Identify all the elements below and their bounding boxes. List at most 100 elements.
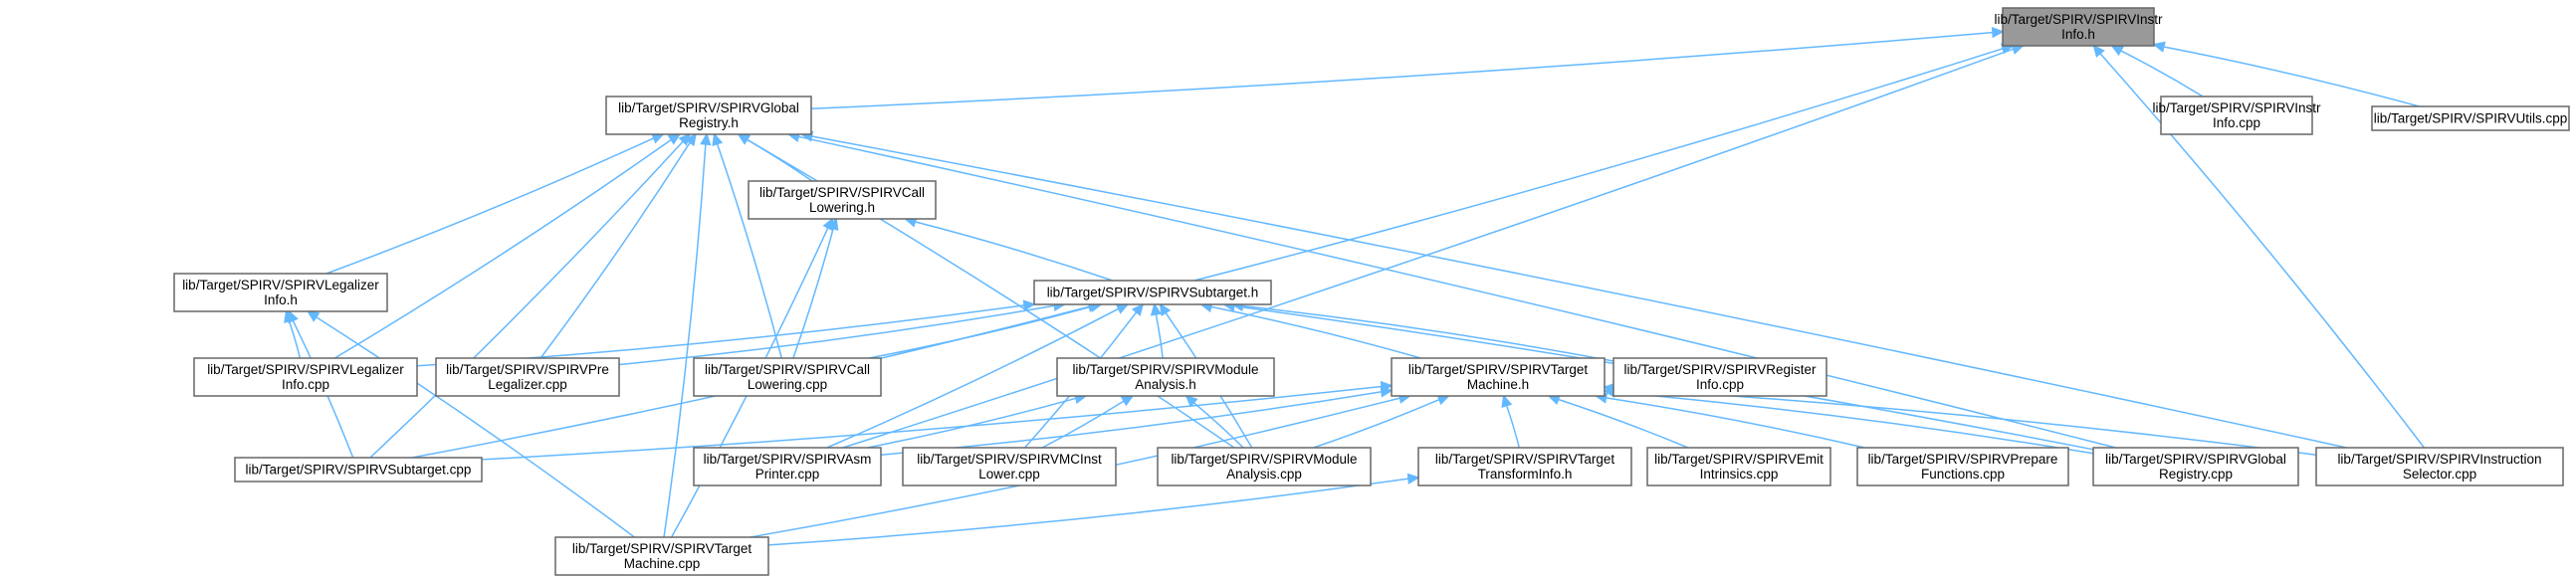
- node-box: [1646, 447, 1831, 486]
- node-box: [554, 536, 769, 576]
- node-label-line: lib/Target/SPIRV/SPIRVGlobal: [618, 100, 799, 115]
- node-label-line: lib/Target/SPIRV/SPIRVGlobal: [2105, 452, 2286, 467]
- edge-line: [792, 228, 834, 359]
- node-label-line: Legalizer.cpp: [488, 377, 567, 392]
- edge-line: [618, 304, 1055, 366]
- node-spirv-prepare-functions-cpp[interactable]: lib/Target/SPIRV/SPIRVPrepareFunctions.c…: [1856, 447, 2069, 486]
- include-edge: [1547, 394, 1689, 449]
- include-edge: [1150, 302, 1164, 359]
- arrowhead-icon: [1022, 299, 1036, 311]
- nodes-layer: lib/Target/SPIRV/SPIRVInstrInfo.hlib/Tar…: [173, 7, 2570, 576]
- node-box: [1157, 447, 1372, 486]
- node-label-line: lib/Target/SPIRV/SPIRVPrepare: [1868, 452, 2058, 467]
- include-edge: [1501, 394, 1521, 449]
- edge-line: [2163, 46, 2420, 107]
- edge-line: [1606, 397, 1865, 449]
- node-spirv-instruction-selector-cpp[interactable]: lib/Target/SPIRV/SPIRVInstructionSelecto…: [2315, 447, 2564, 486]
- arrowhead-icon: [712, 132, 724, 146]
- node-box: [193, 357, 418, 397]
- include-edge: [333, 132, 682, 359]
- node-spirv-utils-cpp[interactable]: lib/Target/SPIRV/SPIRVUtils.cpp: [2371, 105, 2570, 131]
- include-edge: [369, 132, 692, 459]
- node-label-line: lib/Target/SPIRV/SPIRVEmit: [1654, 452, 1824, 467]
- node-label-line: lib/Target/SPIRV/SPIRVTarget: [1408, 362, 1589, 377]
- edge-line: [1041, 400, 1125, 449]
- node-box: [234, 457, 483, 483]
- arrowhead-icon: [822, 217, 834, 232]
- edge-line: [369, 140, 684, 459]
- node-label-line: lib/Target/SPIRV/SPIRVUtils.cpp: [2374, 111, 2568, 126]
- node-label-line: Lower.cpp: [978, 467, 1040, 482]
- include-edge: [767, 473, 1420, 546]
- node-spirv-subtarget-h[interactable]: lib/Target/SPIRV/SPIRVSubtarget.h: [1033, 280, 1272, 305]
- arrowhead-icon: [1991, 26, 2005, 39]
- include-edge: [2092, 44, 2425, 449]
- arrowhead-icon: [1501, 394, 1513, 408]
- edge-line: [767, 478, 1409, 546]
- node-box: [1612, 357, 1827, 397]
- include-edge: [2110, 45, 2204, 97]
- arrowhead-icon: [2152, 41, 2166, 53]
- edge-line: [333, 138, 672, 359]
- node-label-line: lib/Target/SPIRV/SPIRVModule: [1171, 452, 1357, 467]
- include-edge: [1313, 394, 1451, 449]
- edge-line: [663, 143, 707, 538]
- include-edge: [416, 299, 1036, 367]
- include-edge: [903, 216, 1113, 282]
- node-box: [605, 96, 812, 135]
- node-label-line: lib/Target/SPIRV/SPIRVMCInst: [917, 452, 1102, 467]
- node-label-line: Selector.cpp: [2403, 467, 2476, 482]
- edge-line: [1613, 391, 2094, 455]
- edge-line: [1242, 304, 1614, 362]
- node-spirv-subtarget-cpp[interactable]: lib/Target/SPIRV/SPIRVSubtarget.cpp: [234, 457, 483, 483]
- node-label-line: Analysis.h: [1135, 377, 1196, 392]
- arrowhead-icon: [288, 309, 299, 324]
- node-box: [2092, 447, 2299, 486]
- node-box: [173, 273, 388, 312]
- edge-line: [797, 135, 2116, 449]
- arrowhead-icon: [1406, 473, 1420, 484]
- node-box: [2371, 105, 2570, 131]
- edge-line: [325, 137, 655, 275]
- node-box: [2160, 96, 2313, 135]
- edge-line: [842, 48, 2015, 449]
- edge-line: [481, 385, 1383, 461]
- edge-line: [288, 320, 302, 359]
- node-label-line: lib/Target/SPIRV/SPIRVRegister: [1623, 362, 1817, 377]
- edge-line: [867, 397, 1077, 449]
- node-box: [2002, 7, 2155, 47]
- edge-line: [880, 390, 1383, 456]
- edge-line: [2099, 53, 2425, 449]
- node-label-line: lib/Target/SPIRV/SPIRVLegalizer: [207, 362, 404, 377]
- node-label-line: lib/Target/SPIRV/SPIRVAsm: [704, 452, 872, 467]
- node-box: [748, 180, 937, 220]
- arrowhead-icon: [700, 132, 712, 146]
- node-label-line: lib/Target/SPIRV/SPIRVInstr: [2152, 100, 2321, 115]
- include-edge: [810, 26, 2005, 110]
- node-spirv-target-transform-info-h[interactable]: lib/Target/SPIRV/SPIRVTargetTransformInf…: [1417, 447, 1632, 486]
- edge-line: [1155, 313, 1164, 359]
- node-label-line: Info.h: [2061, 27, 2095, 42]
- node-label-line: Registry.cpp: [2159, 467, 2233, 482]
- include-edge: [2152, 41, 2420, 107]
- arrowhead-icon: [307, 309, 321, 322]
- include-edge: [307, 309, 635, 538]
- arrowhead-icon: [1120, 395, 1135, 407]
